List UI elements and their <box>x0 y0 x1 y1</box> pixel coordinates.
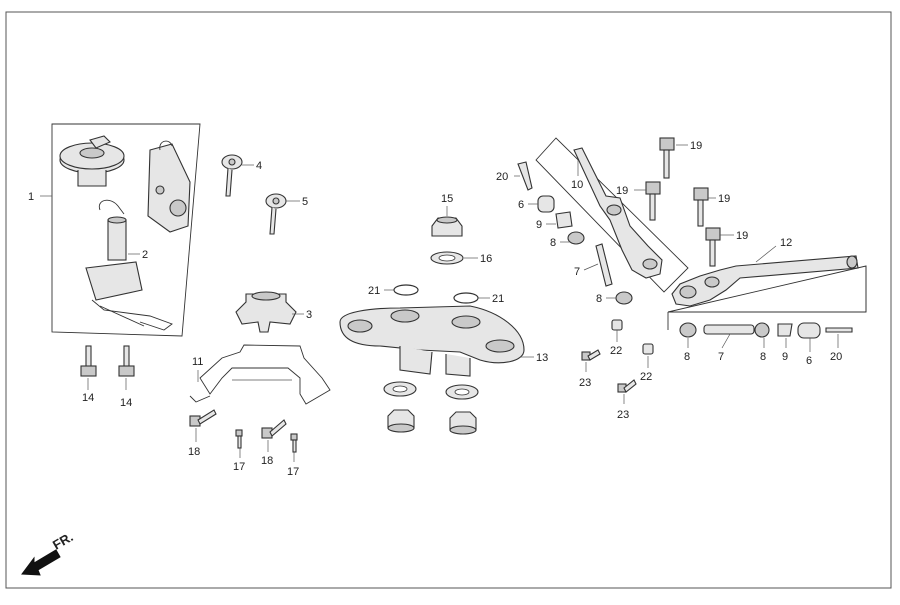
cap-22a <box>611 319 623 331</box>
callout-14a: 14 <box>82 392 94 404</box>
callout-18b: 18 <box>261 455 273 467</box>
wire-bracket-11 <box>189 344 331 405</box>
callout-17b: 17 <box>287 466 299 478</box>
lower-nut-b <box>449 411 477 435</box>
bolt-19c <box>693 187 709 227</box>
linkage-row <box>679 322 853 339</box>
bolt-19b <box>645 181 661 221</box>
callout-14b: 14 <box>120 397 132 409</box>
front-arrow-icon <box>21 549 61 576</box>
bolt-18b <box>261 419 287 439</box>
callout-6a: 6 <box>518 199 524 211</box>
callout-5: 5 <box>302 196 308 208</box>
callout-8d: 8 <box>760 351 766 363</box>
screw-17a <box>235 429 243 449</box>
callout-20b: 20 <box>830 351 842 363</box>
switch-body <box>107 219 127 261</box>
callout-19c: 19 <box>718 193 730 205</box>
callout-15: 15 <box>441 193 453 205</box>
callouts: 1 2 3 4 5 14 14 11 18 17 18 17 15 16 21 … <box>28 140 842 478</box>
cap-22b <box>642 343 654 355</box>
callout-20a: 20 <box>496 171 508 183</box>
steering-cover-3 <box>235 291 297 333</box>
lower-washer-a <box>383 381 417 397</box>
stem-nut-15 <box>431 216 463 237</box>
callout-8c: 8 <box>684 351 690 363</box>
screw-23a <box>581 349 601 361</box>
screw-17b <box>290 433 298 453</box>
callout-23a: 23 <box>579 377 591 389</box>
leader-lines <box>40 144 839 462</box>
ignition-switch-group <box>51 123 201 337</box>
callout-3: 3 <box>306 309 312 321</box>
lower-nut-a <box>387 409 415 433</box>
lower-washer-b <box>445 384 479 400</box>
bolt-19a <box>659 137 675 179</box>
callout-19d: 19 <box>736 230 748 242</box>
bolt-14b <box>118 345 135 377</box>
callout-11: 11 <box>192 356 203 368</box>
callout-2: 2 <box>142 249 148 261</box>
group-boundary-1 <box>51 123 201 337</box>
callout-4: 4 <box>256 160 262 172</box>
callout-21a: 21 <box>368 285 380 297</box>
callout-18a: 18 <box>188 446 200 458</box>
callout-23b: 23 <box>617 409 629 421</box>
callout-1: 1 <box>28 191 34 203</box>
callout-6b: 6 <box>806 355 812 367</box>
callout-16: 16 <box>480 253 492 265</box>
triple-clamp-13 <box>339 305 525 377</box>
key-5 <box>265 193 287 235</box>
callout-7a: 7 <box>574 266 580 278</box>
callout-8a: 8 <box>550 237 556 249</box>
callout-19b: 19 <box>616 185 628 197</box>
callout-10: 10 <box>571 179 583 191</box>
callout-21b: 21 <box>492 293 504 305</box>
key-4 <box>221 154 243 197</box>
callout-17a: 17 <box>233 461 245 473</box>
callout-22b: 22 <box>640 371 652 383</box>
bolt-18a <box>189 409 217 427</box>
callout-8b: 8 <box>596 293 602 305</box>
callout-9a: 9 <box>536 219 542 231</box>
callout-12: 12 <box>780 237 792 249</box>
diagram-frame <box>5 11 892 589</box>
callout-19a: 19 <box>690 140 702 152</box>
callout-7b: 7 <box>718 351 724 363</box>
callout-9b: 9 <box>782 351 788 363</box>
bolt-19d <box>705 227 721 267</box>
washer-16 <box>430 251 464 265</box>
callout-13: 13 <box>536 352 548 364</box>
callout-22a: 22 <box>610 345 622 357</box>
bolt-14a <box>80 345 97 377</box>
lever-arm-12 <box>667 255 867 330</box>
screw-23b <box>617 379 637 393</box>
